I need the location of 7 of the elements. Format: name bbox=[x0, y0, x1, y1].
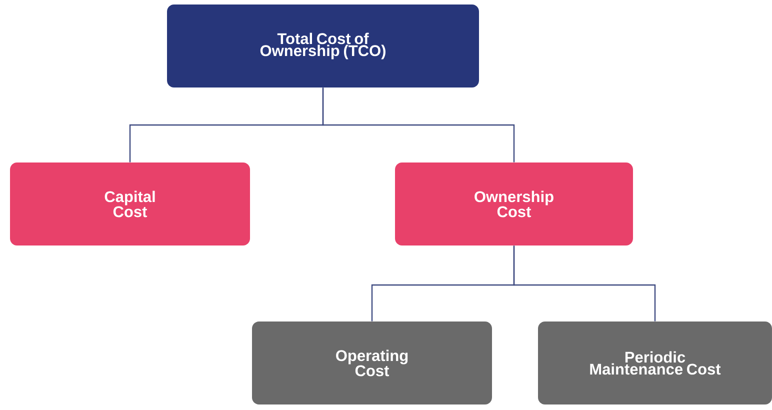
process-box: Operating Cost bbox=[252, 322, 492, 404]
connector-line bbox=[513, 246, 656, 322]
connector-line bbox=[322, 88, 515, 162]
process-box: Periodic Maintenance Cost bbox=[538, 322, 772, 404]
process-box: Ownership Cost bbox=[395, 162, 633, 246]
process-box: Capital Cost bbox=[10, 162, 250, 246]
process-box: Total Cost of Ownership (TCO) bbox=[167, 4, 479, 88]
